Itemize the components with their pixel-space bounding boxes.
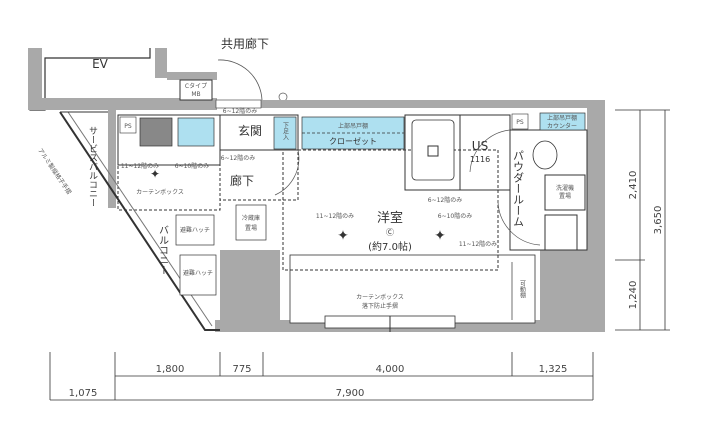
- ps-label: PS: [124, 123, 132, 130]
- sink: [177, 117, 215, 147]
- western-room-label: 洋室: [377, 210, 403, 226]
- movable-shelf-label: 可動棚: [519, 280, 526, 299]
- fridge-label-1: 冷蔵庫: [242, 214, 260, 222]
- dim-right-3: 1,240: [628, 281, 639, 310]
- dim-bottom-1: 1,800: [156, 364, 185, 375]
- dim-bottom-4: 1,325: [539, 364, 568, 375]
- note: 11~12階のみ: [121, 162, 159, 170]
- dim-bottom-3: 4,000: [376, 364, 405, 375]
- curtain-box-label: カーテンボックス: [356, 293, 404, 301]
- note: 11~12階のみ: [316, 212, 354, 220]
- drain-icon: [427, 145, 439, 157]
- right-dimension-lines: [615, 109, 670, 331]
- elevator-core: [28, 48, 217, 111]
- fridge-space: [235, 204, 267, 241]
- ev-label: EV: [92, 57, 109, 71]
- mb-box: [179, 79, 213, 101]
- stove: [139, 117, 173, 147]
- note: 11~12階のみ: [459, 240, 497, 248]
- common-corridor-label: 共用廊下: [221, 36, 269, 51]
- shoe-storage: [273, 116, 297, 150]
- western-room-size: (約7.0帖): [368, 240, 412, 253]
- hall-door-swing: [274, 149, 300, 196]
- closet-label: クローゼット: [329, 136, 377, 146]
- dim-bottom-2: 775: [232, 364, 251, 375]
- light-fixture-icon: ✦: [337, 228, 349, 244]
- washer-label-2: 置場: [559, 192, 571, 200]
- bathtub: [411, 119, 455, 181]
- light-fixture-icon: ✦: [434, 228, 446, 244]
- hatch-2-label: 避難ハッチ: [183, 269, 213, 277]
- mb-label-1: Cタイプ: [185, 82, 207, 90]
- note: 6~10階のみ: [438, 212, 472, 220]
- entrance-label: 玄関: [238, 123, 262, 138]
- powder-room-label: パウダールーム: [512, 150, 525, 227]
- circle-mark: [278, 92, 288, 102]
- counter: [539, 112, 586, 131]
- note: 6~10階のみ: [175, 162, 209, 170]
- closet-top-label: 上部吊戸棚: [338, 122, 368, 130]
- note: 6~12階のみ: [223, 107, 257, 115]
- counter-label-2: カウンター: [547, 122, 577, 130]
- toilet-icon: [532, 140, 558, 170]
- dim-bottom-5: 1,075: [69, 388, 98, 399]
- bath-door-swing: [469, 129, 511, 173]
- ps-box-2: [511, 113, 529, 130]
- fall-guard-label: 落下防止手摺: [362, 302, 398, 310]
- dim-bottom-6: 7,900: [336, 388, 365, 399]
- dim-right-2: 3,650: [653, 206, 664, 235]
- note: 6~12階のみ: [428, 196, 462, 204]
- counter-label-1: 上部吊戸棚: [547, 114, 577, 122]
- fridge-label-2: 置場: [245, 224, 257, 232]
- hatch-1: [175, 214, 215, 246]
- bath-size: 1116: [470, 155, 490, 164]
- room-lower: [289, 254, 536, 324]
- bottom-dimension-lines: [49, 352, 594, 401]
- service-balcony-label: サービスバルコニー: [87, 126, 98, 207]
- dim-right-1: 2,410: [628, 171, 639, 200]
- balcony-label: バルコニー: [157, 225, 169, 275]
- entry-door-swing: [217, 59, 263, 101]
- hatch-2: [179, 254, 217, 296]
- ps-box: [119, 116, 137, 134]
- railing-label: アルミ製縦格子手摺: [36, 147, 73, 196]
- hatch-1-label: 避難ハッチ: [180, 226, 210, 234]
- balcony-railing: [59, 111, 220, 331]
- curtain-box-2-label: カーテンボックス: [136, 188, 184, 196]
- western-room-mark: Ⓒ: [386, 228, 394, 237]
- powder-door-swing: [497, 199, 541, 246]
- light-fixture-icon: ✦: [150, 167, 160, 181]
- shoe-storage-label: 下足入: [282, 122, 289, 140]
- washer-label-1: 洗濯機: [556, 184, 574, 192]
- hallway-label: 廊下: [230, 173, 254, 188]
- mb-label-2: MB: [191, 91, 200, 98]
- ps-label-2: PS: [516, 119, 524, 126]
- note: 6~12階のみ: [221, 154, 255, 162]
